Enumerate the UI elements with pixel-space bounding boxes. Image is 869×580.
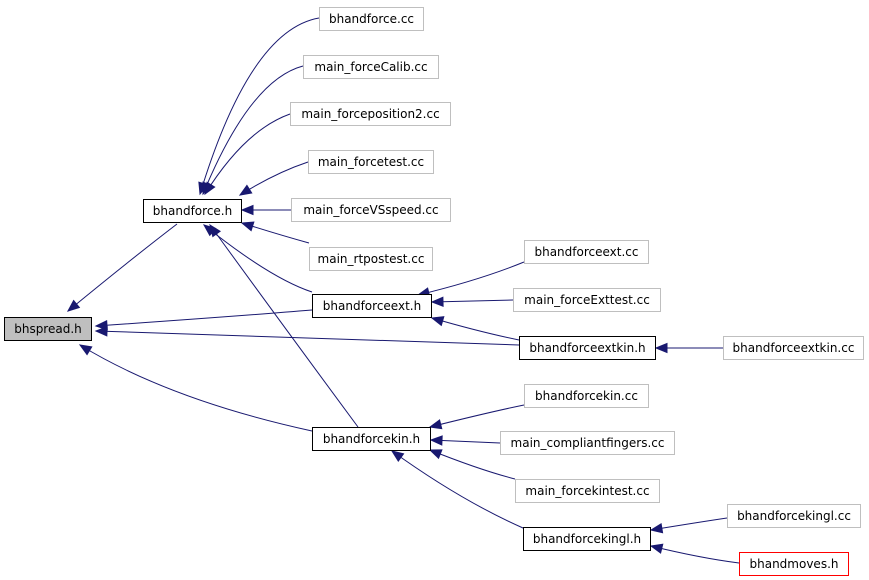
node-bhandforceext_cc[interactable]: bhandforceext.cc [524,240,649,264]
node-main_forcepos2[interactable]: main_forceposition2.cc [290,102,451,126]
edge-bhandforcekin-to-bhandforce [209,224,359,428]
node-bhandforceext[interactable]: bhandforceext.h [312,294,432,318]
node-main_forceExt[interactable]: main_forceExttest.cc [513,288,661,312]
node-bhandforcekin_cc[interactable]: bhandforcekin.cc [524,384,649,408]
edge-main_compliant-to-bhandforcekin [430,439,501,444]
edge-bhandforceext_cc-to-bhandforceext [417,261,525,296]
arrowhead-bhandforcekin-to-bhspread [78,344,93,356]
edge-bhandforcekingl-to-bhandforcekin [391,450,524,529]
arrowhead-main_forcekin-to-bhandforcekin [428,449,443,460]
node-bhandforceextkin_cc[interactable]: bhandforceextkin.cc [723,336,864,360]
edge-bhandforceextkin-to-bhandforceext [431,317,520,341]
edge-bhandforcekin-to-bhspread [79,344,313,432]
edge-main_forceExt-to-bhandforceext [431,299,514,303]
node-bhandforcekingl_cc[interactable]: bhandforcekingl.cc [727,504,861,528]
edge-main_forcepos2-to-bhandforce [204,113,291,195]
edge-main_forceCalib-to-bhandforce [202,65,304,195]
edge-bhandforce-to-bhspread [67,223,178,312]
node-main_rtpostest[interactable]: main_rtpostest.cc [309,247,433,271]
arrowhead-main_forcepos2-to-bhandforce [204,181,216,196]
node-main_forceCalib[interactable]: main_forceCalib.cc [303,55,439,79]
edge-bhandmoves-to-bhandforcekingl [650,545,740,564]
node-main_compliant[interactable]: main_compliantfingers.cc [500,431,675,455]
arrowhead-bhandforceextkin-to-bhspread [94,326,108,337]
node-main_forcekin[interactable]: main_forcekintest.cc [515,479,660,503]
arrowhead-main_forcetest-to-bhandforce [238,184,253,196]
edge-bhandforceext-to-bhandforce [203,224,313,293]
edge-bhandforceext-to-bhspread [95,309,313,327]
arrowhead-main_forceVS-to-bhandforce [240,204,254,216]
edge-bhandforce_cc-to-bhandforce [199,17,320,195]
node-bhandmoves[interactable]: bhandmoves.h [739,552,849,576]
edge-bhandforcekingl_cc-to-bhandforcekingl [650,517,728,531]
arrowhead-bhandforcekingl-to-bhandforcekin [390,450,405,462]
node-main_forceVS[interactable]: main_forceVSspeed.cc [291,198,451,222]
node-main_forcetest[interactable]: main_forcetest.cc [308,150,434,174]
node-bhandforceextkin[interactable]: bhandforceextkin.h [519,336,656,360]
node-bhandforce_cc[interactable]: bhandforce.cc [319,7,424,31]
arrowhead-bhandforceextkin-to-bhandforceext [430,316,445,327]
arrowhead-main_compliant-to-bhandforcekin [429,435,443,446]
arrowhead-bhandforceextkin_cc-to-bhandforceextkin [654,342,668,354]
node-bhandforcekingl[interactable]: bhandforcekingl.h [523,527,651,551]
arrowhead-bhandforcekingl_cc-to-bhandforcekingl [649,522,664,534]
arrowhead-main_forceExt-to-bhandforceext [430,296,444,307]
node-bhandforcekin[interactable]: bhandforcekin.h [312,427,431,451]
node-bhandforce[interactable]: bhandforce.h [143,199,242,223]
arrowhead-bhandforce-to-bhspread [66,299,81,312]
arrowhead-main_rtpostest-to-bhandforce [240,221,255,232]
edge-bhandforcekin_cc-to-bhandforcekin [429,404,525,428]
edge-bhandforceextkin-to-bhspread [95,330,520,346]
arrowhead-bhandforcekin-to-bhandforce [209,223,222,238]
arrowhead-bhandmoves-to-bhandforcekingl [649,543,664,554]
arrowhead-bhandforcekin_cc-to-bhandforcekin [428,419,443,430]
node-bhspread: bhspread.h [4,317,92,341]
